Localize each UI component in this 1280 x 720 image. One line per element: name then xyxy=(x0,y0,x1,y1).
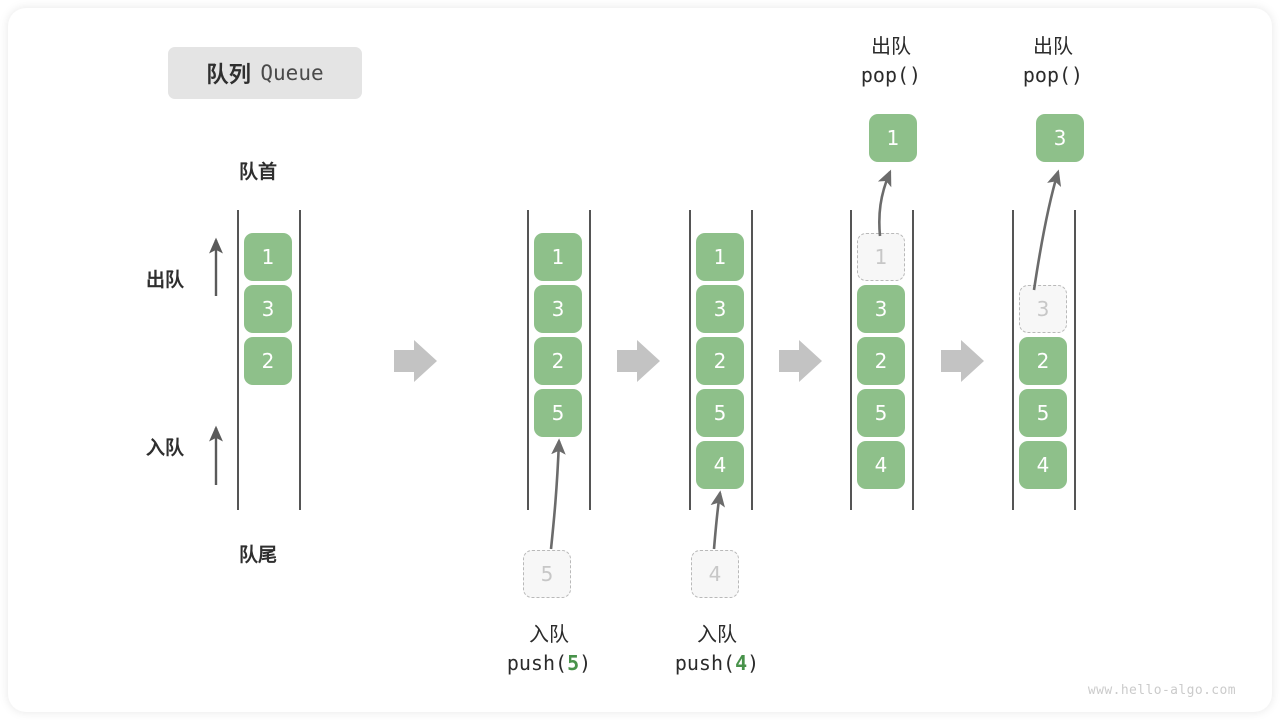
push-5-code-prefix: push( xyxy=(506,651,568,675)
diagram-title-cn: 队列 xyxy=(206,63,252,88)
push-5-code-value: 5 xyxy=(567,651,580,675)
watermark: www.hello-algo.com xyxy=(1087,683,1236,698)
queue-box-ghost: 1 xyxy=(857,233,905,281)
queue-box: 3 xyxy=(534,285,582,333)
step-arrow-1 xyxy=(394,340,437,382)
op-caption-pop-3-cn: 出队 xyxy=(1033,34,1073,58)
op-caption-push-4-cn: 入队 xyxy=(697,622,737,646)
queue-box: 4 xyxy=(1019,441,1067,489)
diagram-title-badge: 队列 Queue xyxy=(168,47,362,99)
op-caption-push-4: 入队 push(4) xyxy=(642,620,792,678)
rail-left xyxy=(689,210,691,510)
label-queue-rear: 队尾 xyxy=(239,544,278,566)
queue-box: 1 xyxy=(696,233,744,281)
queue-box: 5 xyxy=(534,389,582,437)
label-queue-front: 队首 xyxy=(239,161,278,183)
queue-box: 3 xyxy=(244,285,292,333)
op-caption-push-5: 入队 push(5) xyxy=(474,620,624,678)
rail-left xyxy=(1012,210,1014,510)
rail-right xyxy=(1074,210,1076,510)
step-arrow-3 xyxy=(779,340,822,382)
rail-left xyxy=(237,210,239,510)
rail-right xyxy=(589,210,591,510)
queue-box: 5 xyxy=(696,389,744,437)
rail-left xyxy=(850,210,852,510)
op-caption-pop-1-code: pop() xyxy=(860,63,922,87)
queue-box: 2 xyxy=(696,337,744,385)
push-4-arrow xyxy=(710,490,725,550)
rail-right xyxy=(751,210,753,510)
op-caption-pop-1: 出队 pop() xyxy=(818,32,964,90)
op-caption-push-5-cn: 入队 xyxy=(529,622,569,646)
queue-box-ghost: 3 xyxy=(1019,285,1067,333)
queue-box: 2 xyxy=(857,337,905,385)
queue-box: 1 xyxy=(244,233,292,281)
op-caption-push-4-code: push(4) xyxy=(642,649,792,678)
pending-box-4: 4 xyxy=(691,550,739,598)
queue-box: 5 xyxy=(857,389,905,437)
push-4-code-suffix: ) xyxy=(747,651,760,675)
queue-box: 1 xyxy=(534,233,582,281)
queue-box: 2 xyxy=(1019,337,1067,385)
step-arrow-4 xyxy=(941,340,984,382)
pop-3-arrow xyxy=(1032,169,1062,291)
op-caption-push-5-code: push(5) xyxy=(474,649,624,678)
rail-right xyxy=(912,210,914,510)
queue-box: 2 xyxy=(244,337,292,385)
push-5-arrow xyxy=(549,438,566,550)
queue-box: 3 xyxy=(857,285,905,333)
push-5-code-suffix: ) xyxy=(579,651,592,675)
push-4-code-value: 4 xyxy=(735,651,748,675)
op-caption-pop-1-cn: 出队 xyxy=(871,34,911,58)
op-caption-pop-3: 出队 pop() xyxy=(980,32,1126,90)
queue-box: 2 xyxy=(534,337,582,385)
op-caption-pop-3-code: pop() xyxy=(1022,63,1084,87)
step-arrow-2 xyxy=(617,340,660,382)
queue-box: 3 xyxy=(696,285,744,333)
rail-left xyxy=(527,210,529,510)
pop-1-arrow xyxy=(877,169,892,237)
diagram-title-en: Queue xyxy=(260,61,324,85)
pending-box-5: 5 xyxy=(523,550,571,598)
queue-box: 4 xyxy=(857,441,905,489)
label-dequeue-direction: 出队 xyxy=(146,269,185,291)
queue-box: 4 xyxy=(696,441,744,489)
queue-box: 5 xyxy=(1019,389,1067,437)
popped-box-1: 1 xyxy=(869,114,917,162)
rail-right xyxy=(299,210,301,510)
popped-box-3: 3 xyxy=(1036,114,1084,162)
label-enqueue-direction: 入队 xyxy=(146,437,185,459)
push-4-code-prefix: push( xyxy=(674,651,736,675)
